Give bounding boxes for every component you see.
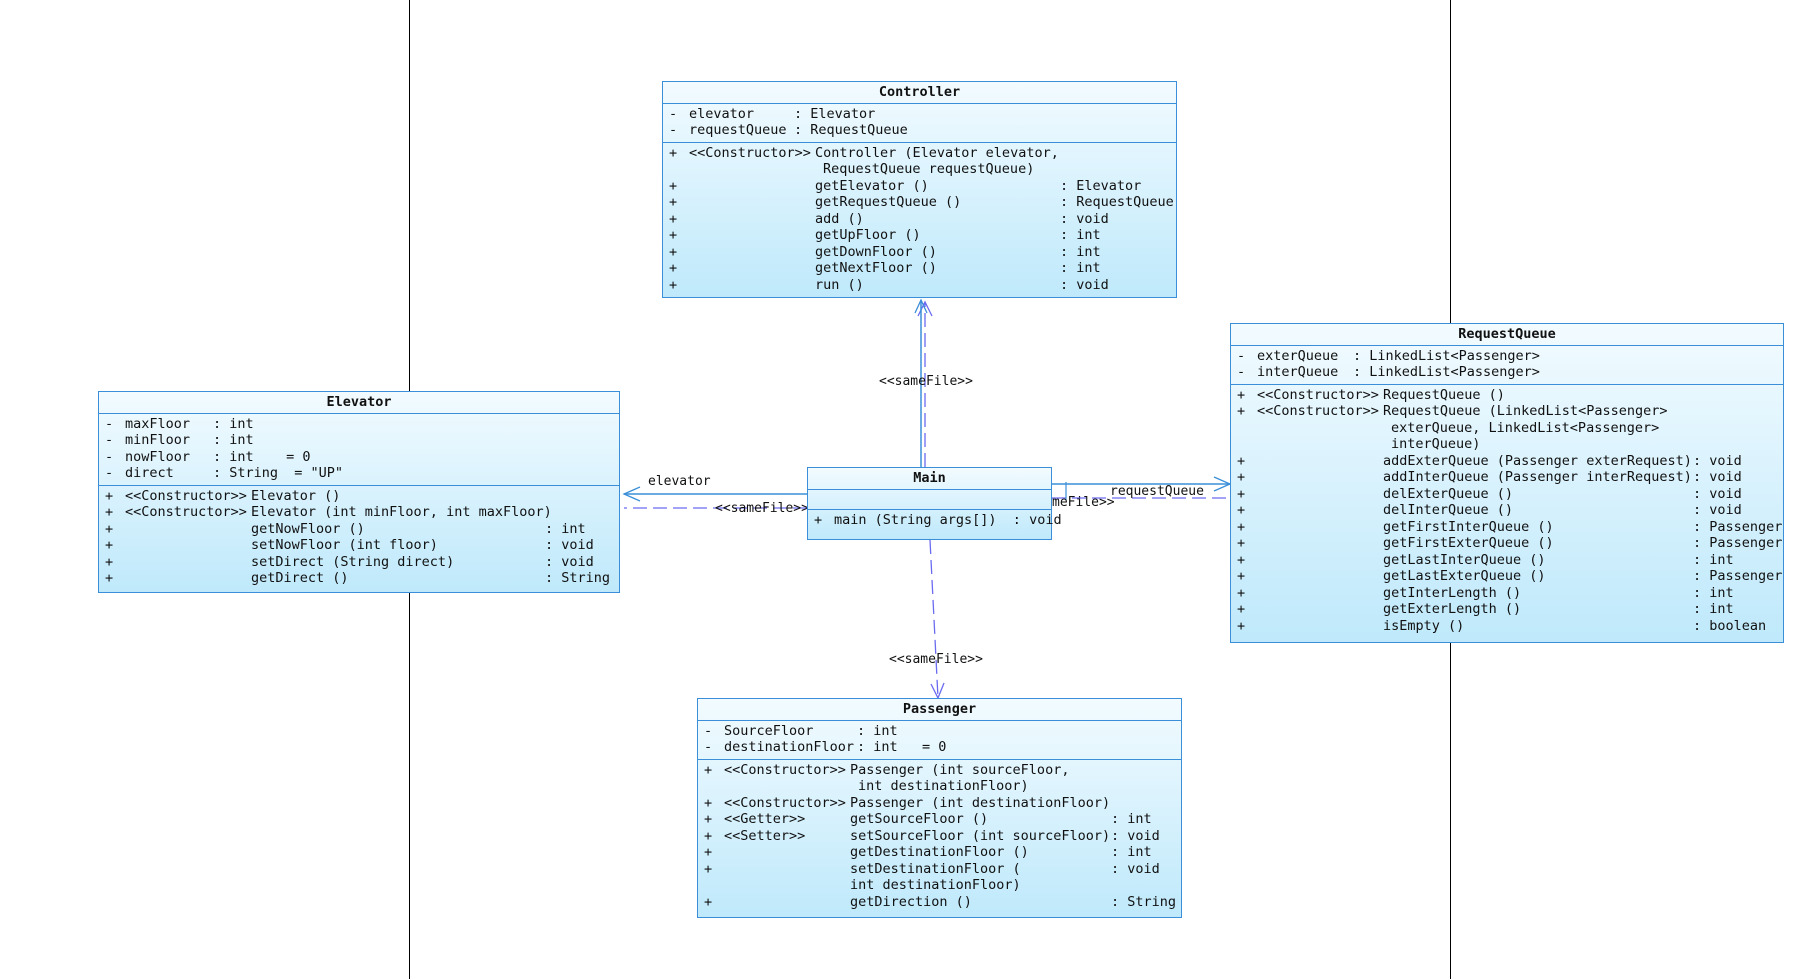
operation-row: int destinationFloor) (858, 778, 1029, 794)
attribute-row: -direct: String = "UP" (105, 465, 344, 481)
attribute-row: -interQueue: LinkedList<Passenger> (1237, 364, 1540, 380)
operations-section: +main (String args[]) : void (808, 510, 1062, 532)
samefile-label-left: <<sameFile>> (715, 501, 809, 516)
class-title: Controller (663, 82, 1176, 104)
operation-row: +<<Constructor>>Passenger (int destinati… (704, 794, 1111, 811)
class-title: Passenger (698, 699, 1181, 721)
operation-row: +getDownFloor (): int (669, 243, 1101, 260)
role-label-elevator: elevator (648, 474, 711, 489)
operation-row: +main (String args[]) : void (814, 511, 1062, 528)
class-passenger[interactable]: Passenger -SourceFloor: int -destination… (697, 698, 1182, 918)
class-main[interactable]: Main +main (String args[]) : void (807, 467, 1062, 540)
operation-row: +getRequestQueue (): RequestQueue (669, 194, 1174, 210)
samefile-label-right: meFile>> (1052, 495, 1115, 510)
class-title: Main (808, 468, 1051, 490)
operation-row: +getUpFloor (): int (669, 227, 1101, 243)
attributes-section (808, 490, 1051, 510)
operation-row: +getDirection (): String (704, 893, 1177, 910)
operation-row: +<<Constructor>>RequestQueue (LinkedList… (1237, 403, 1668, 419)
operation-row: +getExterLength (): int (1237, 601, 1734, 617)
operation-row: exterQueue, LinkedList<Passenger> (1391, 419, 1660, 436)
operations-section: +<<Constructor>>Elevator () +<<Construct… (99, 486, 619, 590)
operation-row: +addInterQueue (Passenger interRequest):… (1237, 469, 1742, 485)
operations-section: +<<Constructor>>Controller (Elevator ele… (663, 143, 1176, 297)
operation-row: +setDestinationFloor (: void (704, 860, 1160, 877)
dependency-main-passenger (929, 539, 939, 699)
operation-row: +add (): void (669, 210, 1109, 227)
attributes-section: -exterQueue: LinkedList<Passenger> -inte… (1231, 346, 1783, 385)
attribute-row: -maxFloor: int (105, 415, 254, 432)
role-label-requestqueue: requestQueue (1110, 484, 1204, 499)
attribute-row: -elevator: Elevator (669, 105, 876, 122)
operation-row: int destinationFloor) (850, 877, 1021, 893)
operation-row: +getInterLength (): int (1237, 584, 1734, 601)
class-requestqueue[interactable]: RequestQueue -exterQueue: LinkedList<Pas… (1230, 323, 1784, 643)
operation-row: +addExterQueue (Passenger exterRequest):… (1237, 452, 1742, 469)
operation-row: interQueue) (1391, 436, 1481, 452)
operation-row: +getFirstInterQueue (): Passenger (1237, 518, 1783, 535)
operation-row: +<<Constructor>>Controller (Elevator ele… (669, 144, 1059, 161)
operation-row: +run (): void (669, 276, 1109, 293)
operation-row: +<<Constructor>>Passenger (int sourceFlo… (704, 761, 1070, 778)
operation-row: +getDirect (): String (105, 570, 611, 586)
attributes-section: -SourceFloor: int -destinationFloor: int… (698, 721, 1181, 760)
attributes-section: -maxFloor: int -minFloor: int -nowFloor:… (99, 414, 619, 486)
operation-row: +setNowFloor (int floor): void (105, 537, 594, 553)
operation-row: +<<Constructor>>Elevator () (105, 487, 341, 504)
attribute-row: -nowFloor: int = 0 (105, 448, 311, 465)
class-elevator[interactable]: Elevator -maxFloor: int -minFloor: int -… (98, 391, 620, 593)
attribute-row: -exterQueue: LinkedList<Passenger> (1237, 347, 1540, 364)
attribute-row: -destinationFloor: int = 0 (704, 739, 947, 755)
operation-row: RequestQueue requestQueue) (823, 161, 1035, 177)
operation-row: +<<Constructor>>Elevator (int minFloor, … (105, 504, 552, 520)
operations-section: +<<Constructor>>RequestQueue () +<<Const… (1231, 385, 1783, 638)
operation-row: +<<Setter>>setSourceFloor (int sourceFlo… (704, 827, 1160, 844)
operation-row: +getLastInterQueue (): int (1237, 551, 1734, 568)
operation-row: +getLastExterQueue (): Passenger (1237, 568, 1783, 584)
operation-row: +getDestinationFloor (): int (704, 844, 1152, 860)
operation-row: +delInterQueue (): void (1237, 502, 1742, 518)
operation-row: +getFirstExterQueue (): Passenger (1237, 535, 1783, 551)
operation-row: +<<Getter>>getSourceFloor (): int (704, 811, 1152, 827)
operation-row: +getElevator (): Elevator (669, 177, 1142, 194)
attribute-row: -requestQueue: RequestQueue (669, 122, 908, 138)
operation-row: +getNowFloor (): int (105, 520, 586, 537)
operation-row: +setDirect (String direct): void (105, 553, 594, 570)
class-title: RequestQueue (1231, 324, 1783, 346)
operations-section: +<<Constructor>>Passenger (int sourceFlo… (698, 760, 1181, 914)
operation-row: +getNextFloor (): int (669, 260, 1101, 276)
operation-row: +delExterQueue (): void (1237, 485, 1742, 502)
attribute-row: -minFloor: int (105, 432, 254, 448)
samefile-label-bottom: <<sameFile>> (889, 652, 983, 667)
attribute-row: -SourceFloor: int (704, 722, 898, 739)
operation-row: +<<Constructor>>RequestQueue () (1237, 386, 1505, 403)
attributes-section: -elevator: Elevator -requestQueue: Reque… (663, 104, 1176, 143)
operation-row: +isEmpty (): boolean (1237, 617, 1767, 634)
class-controller[interactable]: Controller -elevator: Elevator -requestQ… (662, 81, 1177, 298)
class-title: Elevator (99, 392, 619, 414)
samefile-label-top: <<sameFile>> (879, 374, 973, 389)
